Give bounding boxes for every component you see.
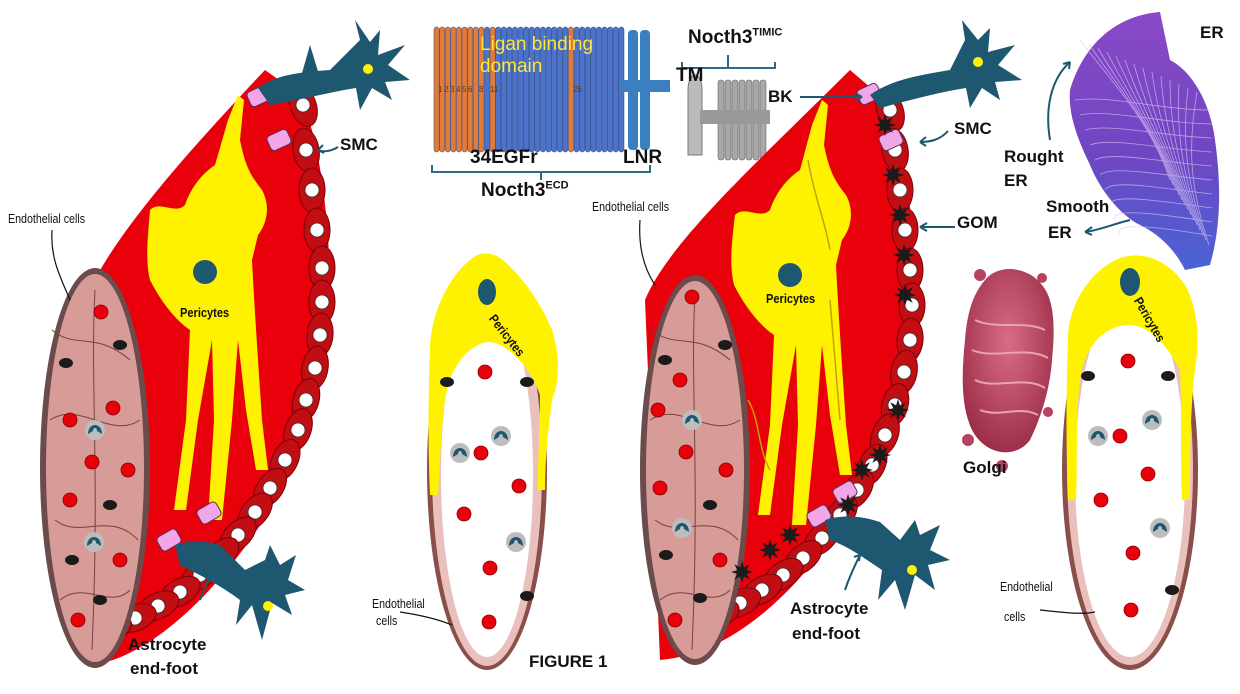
- right-cross-endothelial-label-2: cells: [1004, 609, 1026, 624]
- golgi: [962, 269, 1054, 472]
- egfr-label: 34EGFr: [470, 147, 538, 168]
- right-vessel: [640, 70, 926, 665]
- right-pericyte-nucleus: [778, 263, 802, 287]
- left-pericytes-label: Pericytes: [180, 305, 230, 320]
- right-endothelial-label: Endothelial cells: [592, 199, 670, 214]
- domain-number: 8: [479, 85, 484, 94]
- golgi-label: Golgi: [963, 458, 1007, 477]
- left-astrocyte-label-2: end-foot: [130, 659, 198, 678]
- left-vessel: [40, 70, 336, 668]
- lnr-label: LNR: [623, 147, 663, 168]
- left-top-astrocyte: [258, 20, 410, 110]
- right-bk-label: BK: [768, 87, 793, 106]
- left-bottom-astrocyte: [175, 541, 305, 640]
- right-top-astrocyte: [870, 20, 1022, 108]
- leader-lines: [51, 219, 1096, 626]
- right-smc-label: SMC: [954, 119, 992, 138]
- notch3-timic-text: Nocth3: [688, 27, 753, 48]
- right-cross-section: [1062, 255, 1198, 670]
- smooth-er-label-1: Smooth: [1046, 197, 1110, 216]
- left-pericyte-nucleus: [193, 260, 217, 284]
- domain-number: 2: [444, 85, 449, 94]
- right-cross-pericyte: [1066, 255, 1198, 500]
- gom-label: GOM: [957, 213, 998, 232]
- notch3-ecd-sup: ECD: [545, 179, 569, 192]
- gom-deposits: [731, 114, 916, 583]
- domain-number: 6: [468, 85, 473, 94]
- left-smc-label: SMC: [340, 135, 378, 154]
- ligand-binding-label: Ligan binding domain: [480, 34, 594, 77]
- right-cross-endothelial-label-1: Endothelial: [1000, 579, 1053, 594]
- domain-number: 4: [456, 85, 461, 94]
- smooth-er-label-2: ER: [1048, 223, 1072, 242]
- right-astrocyte-label-1: Astrocyte: [790, 599, 869, 618]
- middle-pericyte: [428, 253, 558, 495]
- rough-er-label-2: ER: [1004, 171, 1028, 190]
- left-lumen-cells: [59, 304, 136, 628]
- left-astrocyte-label-1: Astrocyte: [128, 635, 207, 654]
- right-lumen-cells: [650, 289, 734, 628]
- left-pericyte: [147, 95, 268, 520]
- annotation-arrows: [199, 61, 1131, 601]
- domain-number: 25: [573, 85, 582, 94]
- notch3-timic-sup: TIMIC: [752, 26, 783, 39]
- rough-er-label-1: Rought: [1004, 147, 1064, 166]
- middle-endothelial-label-2: cells: [376, 613, 398, 628]
- right-pericytes-label: Pericytes: [766, 291, 816, 306]
- domain-number: 11: [490, 85, 499, 94]
- middle-endothelial-label-1: Endothelial: [372, 596, 425, 611]
- domain-number: 1: [438, 85, 443, 94]
- middle-cross-section: [427, 253, 558, 670]
- left-endothelial-label: Endothelial cells: [8, 211, 86, 226]
- right-astrocyte-label-2: end-foot: [792, 624, 860, 643]
- domain-number: 5: [462, 85, 467, 94]
- er-label: ER: [1200, 23, 1224, 42]
- notch3-ecd-text: Nocth3: [481, 180, 546, 201]
- domain-number: 3: [450, 85, 455, 94]
- notch3-timic-label: Nocth3TIMIC: [688, 26, 783, 48]
- endoplasmic-reticulum: [1069, 12, 1220, 270]
- notch3-ecd-label: Nocth3ECD: [481, 179, 569, 201]
- right-bottom-astrocyte: [825, 516, 950, 610]
- figure-caption: FIGURE 1: [529, 652, 608, 671]
- right-pericyte: [731, 100, 852, 525]
- tm-label: TM: [676, 65, 704, 86]
